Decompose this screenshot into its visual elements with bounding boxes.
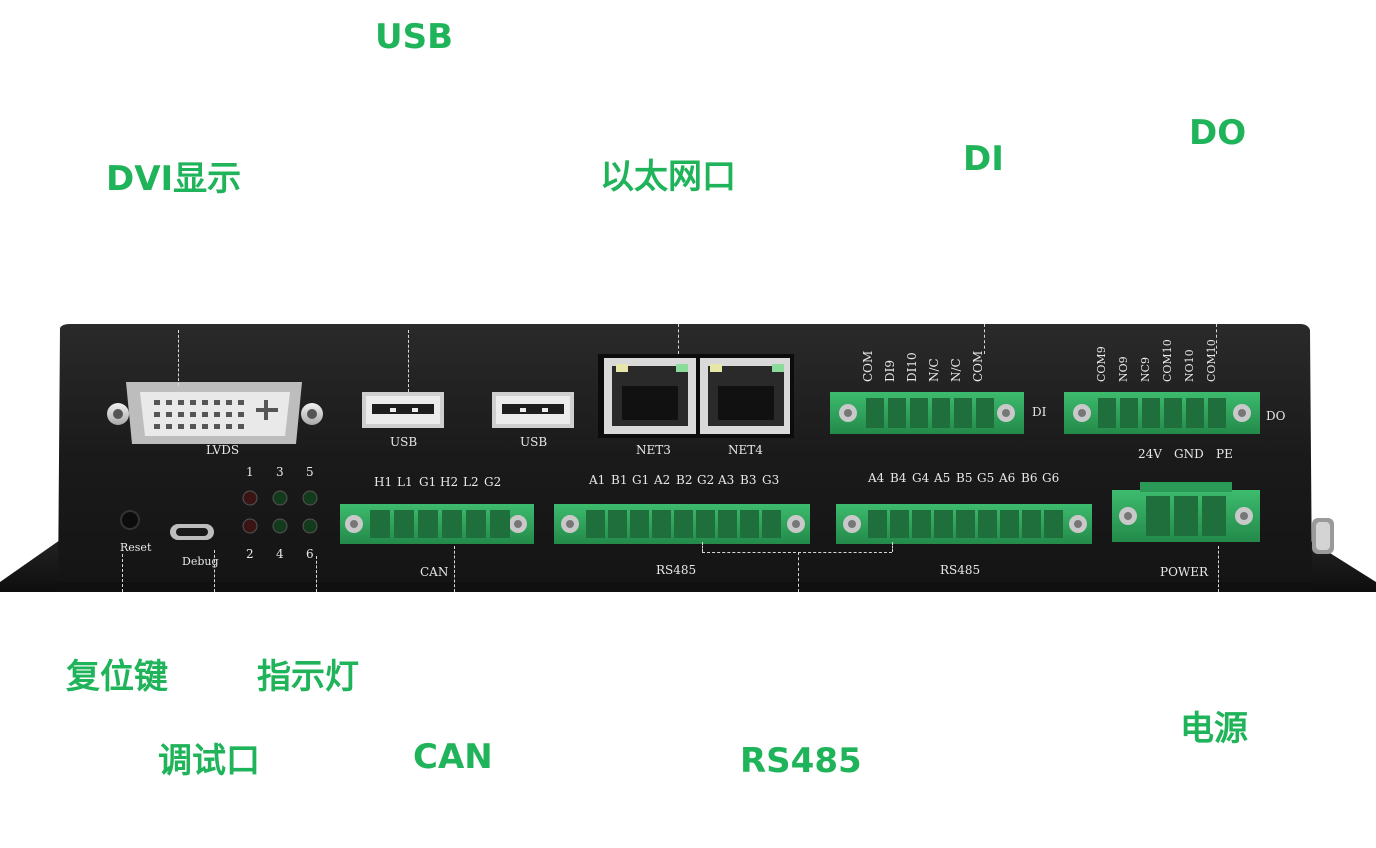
rs485-pin-label: A5 [934, 471, 951, 485]
indicator-leds-graphic [242, 490, 318, 534]
rs485-pin-label: B1 [611, 473, 628, 487]
dvi-callout: DVI显示 [106, 159, 242, 199]
ethernet-callout: 以太网口 [600, 157, 736, 197]
reset-button-graphic [120, 510, 140, 530]
power-terminal-graphic [1112, 482, 1260, 542]
can-label: CAN [420, 565, 449, 579]
can-callout: CAN [413, 737, 493, 777]
indicator-callout: 指示灯 [257, 657, 359, 697]
debug-label: Debug [182, 555, 219, 568]
rs485-pin-label: B3 [740, 473, 757, 487]
do-pin-label: COM10 [1161, 339, 1174, 382]
rs485-pin-label: G3 [762, 473, 780, 487]
rs485-pin-label: B6 [1021, 471, 1038, 485]
do-pin-label: NO10 [1183, 349, 1196, 382]
led-label-3: 3 [276, 465, 284, 479]
leader-rs485-right-join [892, 542, 893, 552]
leader-rs485-left-join [702, 542, 703, 552]
rs485-pin-label: B5 [956, 471, 973, 485]
leader-indicator [316, 556, 317, 592]
do-pin-label: COM9 [1095, 346, 1108, 382]
rs485-pin-label: B2 [676, 473, 693, 487]
leader-power [1218, 546, 1219, 592]
do-callout: DO [1189, 113, 1247, 153]
power-pin-label: GND [1174, 447, 1204, 461]
rs485-pin-label: A6 [999, 471, 1016, 485]
do-terminal-graphic [1064, 392, 1260, 434]
rs485-pin-label: B4 [890, 471, 907, 485]
rs485-left-label: RS485 [656, 563, 697, 577]
power-pin-label: 24V [1138, 447, 1162, 461]
net3-label: NET3 [636, 443, 671, 457]
usb-port-1-label: USB [390, 435, 418, 449]
rs485-pin-label: G1 [632, 473, 650, 487]
rs485-pin-label: G5 [977, 471, 995, 485]
leader-rs485 [798, 552, 799, 592]
rs485-left-terminal-graphic [554, 504, 810, 544]
di-pin-label: COM [971, 350, 985, 382]
led-label-2: 2 [246, 547, 254, 561]
can-pin-label: H1 [374, 475, 393, 489]
can-pin-label: L1 [397, 475, 413, 489]
di-pin-label: DI9 [883, 360, 897, 382]
rs485-pin-label: A1 [589, 473, 606, 487]
can-pin-label: L2 [463, 475, 479, 489]
leader-can [454, 546, 455, 592]
rs485-pin-label: A2 [654, 473, 671, 487]
rs485-pin-label: A3 [718, 473, 735, 487]
power-callout: 电源 [1180, 709, 1248, 749]
led-label-1: 1 [246, 465, 254, 479]
power-pin-label: PE [1216, 447, 1233, 461]
di-pin-label: N/C [927, 358, 941, 382]
di-label: DI [1032, 405, 1047, 419]
can-terminal-graphic [340, 504, 534, 544]
di-pin-label: COM [861, 350, 875, 382]
lvds-label: LVDS [206, 443, 240, 457]
debug-callout: 调试口 [158, 741, 260, 781]
do-label: DO [1266, 409, 1286, 423]
led-label-5: 5 [306, 465, 314, 479]
rs485-callout: RS485 [740, 741, 862, 781]
leader-usb [408, 330, 409, 392]
leader-di [984, 324, 985, 354]
rs485-pin-label: G2 [697, 473, 715, 487]
net4-label: NET4 [728, 443, 763, 457]
leader-rs485-bridge [702, 552, 892, 553]
leader-reset [122, 554, 123, 592]
do-pin-label: NO9 [1117, 356, 1130, 382]
can-pin-label: G2 [484, 475, 502, 489]
rs485-right-terminal-graphic [836, 504, 1092, 544]
device-front-panel: LVDS USB USB NET3 NET4 Reset Debug CAN R… [0, 320, 1376, 600]
leader-dvi [178, 330, 179, 386]
chassis-graphic [0, 324, 1376, 592]
usb-port-2-graphic [492, 392, 574, 428]
leader-do [1216, 324, 1217, 354]
rs485-pin-label: G6 [1042, 471, 1060, 485]
rs485-right-label: RS485 [940, 563, 981, 577]
rs485-pin-label: G4 [912, 471, 930, 485]
di-pin-label: DI10 [905, 352, 919, 382]
led-label-4: 4 [276, 547, 284, 561]
leader-debug [214, 550, 215, 592]
usb-port-2-label: USB [520, 435, 548, 449]
do-pin-label: NC9 [1139, 356, 1152, 382]
usb-port-1-graphic [362, 392, 444, 428]
can-pin-label: H2 [440, 475, 459, 489]
reset-label: Reset [120, 541, 152, 554]
reset-callout: 复位键 [66, 657, 168, 697]
leader-ethernet [678, 324, 679, 354]
rs485-pin-label: A4 [868, 471, 885, 485]
can-pin-label: G1 [419, 475, 437, 489]
di-terminal-graphic [830, 392, 1024, 434]
led-label-6: 6 [306, 547, 314, 561]
di-pin-label: N/C [949, 358, 963, 382]
usb-callout: USB [375, 17, 454, 57]
ethernet-ports-graphic [598, 354, 794, 438]
dvi-connector [107, 382, 323, 444]
power-label: POWER [1160, 565, 1209, 579]
di-callout: DI [963, 139, 1004, 179]
